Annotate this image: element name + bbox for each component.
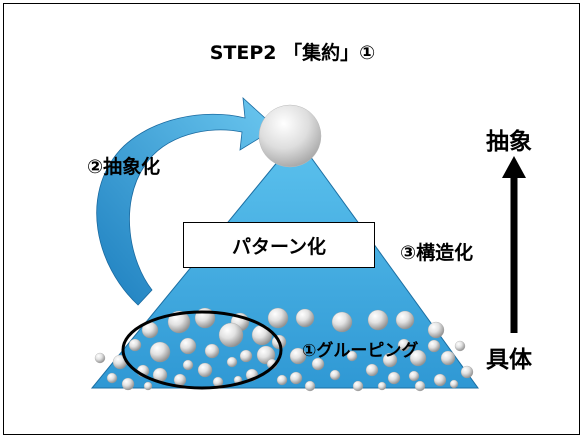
slide-title: STEP2 「集約」①: [209, 42, 376, 64]
concrete-sphere: [409, 349, 427, 367]
concrete-sphere: [408, 370, 420, 382]
concrete-sphere: [331, 311, 353, 333]
concrete-sphere: [454, 340, 466, 352]
concrete-sphere: [440, 350, 456, 366]
concrete-sphere: [128, 338, 142, 352]
concrete-sphere: [295, 308, 315, 328]
pattern-box: パターン化: [183, 222, 375, 268]
concrete-sphere: [395, 310, 415, 330]
concrete-sphere: [106, 372, 118, 384]
concrete-sphere: [427, 339, 441, 353]
concrete-sphere: [204, 343, 220, 359]
concrete-sphere: [382, 352, 398, 368]
concrete-sphere: [197, 362, 213, 378]
concrete-sphere: [427, 321, 445, 339]
abstraction-curved-arrow: [96, 97, 277, 306]
concrete-sphere: [149, 341, 171, 363]
pattern-box-label: パターン化: [231, 235, 327, 258]
concrete-sphere: [367, 309, 389, 331]
abstract-sphere: [258, 104, 322, 168]
step-grouping-label: ①グルーピング: [302, 341, 419, 361]
concrete-sphere: [365, 363, 379, 377]
concrete-sphere: [226, 356, 238, 368]
concrete-sphere: [377, 381, 387, 391]
concrete-sphere: [121, 377, 135, 391]
concrete-sphere: [218, 322, 244, 348]
concrete-sphere: [387, 371, 401, 385]
concrete-sphere: [346, 350, 358, 362]
concrete-sphere: [414, 380, 426, 392]
concrete-sphere: [276, 374, 288, 386]
concrete-sphere: [94, 352, 106, 364]
concrete-sphere: [433, 373, 447, 387]
step-abstraction-label: ②抽象化: [87, 156, 161, 178]
concrete-sphere: [311, 357, 325, 371]
concrete-sphere: [173, 373, 187, 387]
concrete-sphere: [289, 347, 307, 365]
concrete-sphere: [329, 369, 341, 381]
axis-bottom-label: 具体: [486, 347, 532, 373]
concrete-sphere: [267, 307, 289, 329]
concrete-sphere: [397, 338, 411, 352]
axis-top-label: 抽象: [486, 129, 532, 155]
concrete-sphere: [449, 379, 459, 389]
concrete-sphere: [182, 359, 194, 371]
abstraction-axis-arrowhead: [502, 156, 526, 178]
concrete-sphere: [352, 380, 364, 392]
step-structure-label: ③構造化: [400, 242, 474, 264]
concrete-sphere: [460, 365, 474, 379]
concrete-sphere: [179, 337, 197, 355]
grouping-ellipse: [121, 310, 283, 390]
concrete-sphere: [289, 371, 303, 385]
concrete-sphere: [304, 380, 316, 392]
concrete-sphere: [143, 381, 153, 391]
concrete-sphere: [167, 310, 191, 334]
concrete-sphere: [239, 349, 253, 363]
